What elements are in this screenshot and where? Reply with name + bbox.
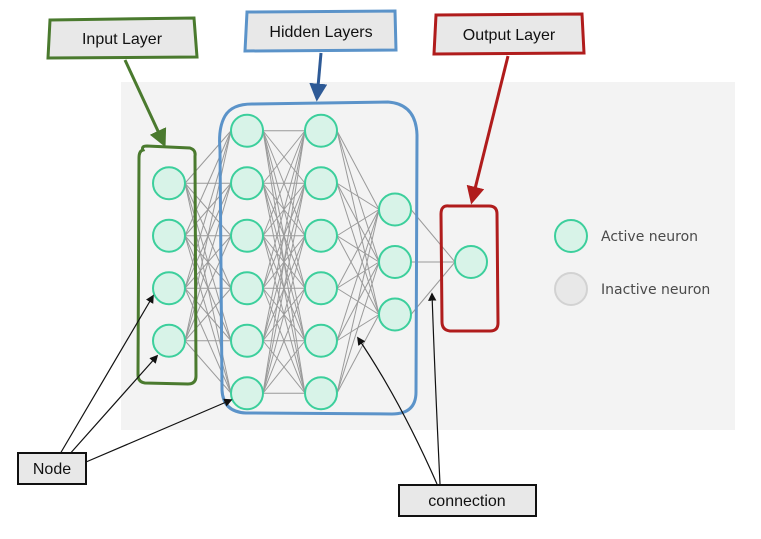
neuron-layer1-0	[230, 113, 264, 148]
output-layer-outline	[439, 204, 500, 333]
connection-line-l1-5-3	[262, 288, 306, 394]
neuron-layer1-1	[230, 166, 264, 201]
connection-line-l2-5-1	[336, 261, 380, 394]
neuron-layer0-2	[152, 271, 186, 306]
neuron-layer1-3	[230, 271, 264, 306]
input-layer-outline	[136, 144, 198, 386]
neuron-layer2-0	[304, 113, 338, 148]
hidden-layers-arrow	[309, 52, 328, 102]
neuron-layer2-4	[304, 323, 338, 358]
connection-label: connection	[428, 493, 505, 510]
connection-label-box	[398, 484, 537, 517]
input-layer-callout: Input Layer	[46, 16, 199, 148]
input-layer-label: Input Layer	[82, 31, 163, 48]
node-pointer-input-upper	[59, 294, 154, 455]
input-layer-label-box	[46, 16, 199, 60]
connection-line-l3-0-0	[410, 209, 456, 263]
neuron-layer2-5	[304, 376, 338, 411]
connections-group	[184, 130, 456, 394]
neuron-layer2-2	[304, 218, 338, 253]
connection-line-l0-3-1	[184, 183, 232, 341]
neuron-layer4-0	[454, 245, 488, 279]
inactive-neuron-legend-icon	[554, 272, 588, 306]
neuron-layer0-1	[152, 218, 186, 253]
connection-line-l0-3-3	[184, 287, 232, 342]
connection-line-l2-5-0	[336, 209, 380, 394]
input-layer-arrow	[123, 59, 167, 148]
connection-line-l1-5-4	[262, 340, 306, 394]
connection-line-l2-5-2	[336, 314, 380, 394]
neuron-layer0-3	[152, 323, 186, 358]
active-neuron-legend-icon	[554, 219, 588, 253]
neuron-layer3-1	[378, 245, 412, 279]
connection-line-l2-1-0	[336, 182, 380, 210]
node-pointer-hidden	[85, 398, 233, 463]
inactive-neuron-legend-label: Inactive neuron	[601, 282, 710, 298]
neuron-layer2-1	[304, 166, 338, 201]
neuron-layer2-3	[304, 271, 338, 306]
connection-line-l2-0-0	[336, 130, 380, 210]
neuron-layer0-0	[152, 166, 186, 201]
neuron-layer1-4	[230, 323, 264, 358]
connection-line-l1-5-1	[262, 183, 306, 394]
active-neuron-legend-label: Active neuron	[601, 229, 698, 245]
node-label: Node	[33, 461, 71, 478]
connection-line-l1-5-0	[262, 130, 306, 394]
connection-pointer-hidden	[357, 336, 438, 485]
output-layer-callout: Output Layer	[432, 12, 586, 205]
connection-line-l1-5-2	[262, 235, 306, 394]
neurons-group	[152, 113, 488, 411]
connection-line-l3-2-0	[410, 261, 456, 315]
legend: Active neuron Inactive neuron	[554, 219, 710, 306]
neuron-layer1-5	[230, 376, 264, 411]
connection-line-l1-1-0	[262, 130, 306, 184]
connection-pointer-output	[428, 292, 441, 485]
node-pointer-input-lower	[67, 354, 159, 457]
hidden-layers-label-box	[243, 9, 398, 53]
output-layer-label-box	[432, 12, 586, 56]
neuron-layer3-0	[378, 192, 412, 227]
node-label-box	[17, 452, 87, 485]
output-layer-label: Output Layer	[463, 27, 556, 44]
hidden-layers-label: Hidden Layers	[269, 24, 372, 41]
output-layer-arrow	[466, 55, 510, 205]
connection-line-l1-2-0	[262, 130, 306, 236]
neuron-layer3-2	[378, 297, 412, 332]
connection-line-l0-0-0	[184, 130, 232, 184]
connection-line-l0-1-0	[184, 130, 232, 236]
connection-line-l1-3-0	[262, 130, 306, 289]
connection-line-l0-2-0	[184, 130, 232, 289]
connection-line-l2-3-0	[336, 209, 380, 289]
connection-callout: connection	[357, 292, 537, 517]
hidden-layers-outline	[218, 100, 419, 416]
connection-line-l1-4-0	[262, 130, 306, 341]
connection-line-l0-3-0	[184, 130, 232, 341]
hidden-layers-callout: Hidden Layers	[243, 9, 398, 102]
connection-line-l2-2-0	[336, 209, 380, 237]
node-callout: Node	[17, 294, 233, 485]
connection-line-l0-3-2	[184, 235, 232, 341]
neuron-layer1-2	[230, 218, 264, 253]
connection-line-l2-4-0	[336, 209, 380, 341]
